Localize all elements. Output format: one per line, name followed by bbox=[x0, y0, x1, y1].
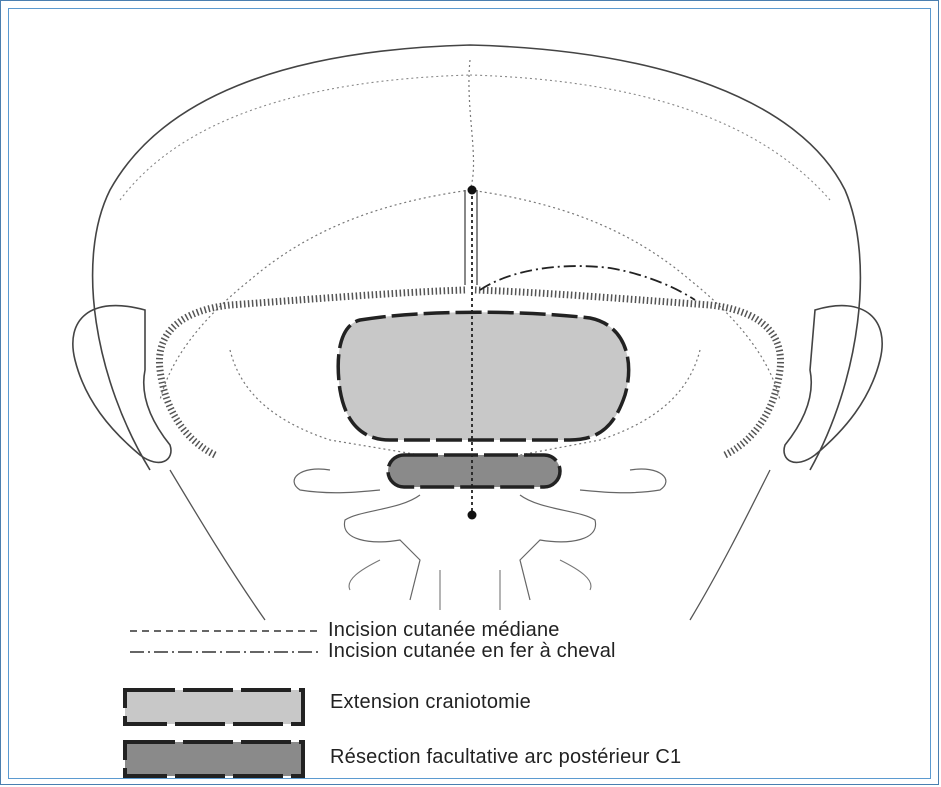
legend-craniotomy-label: Extension craniotomie bbox=[330, 691, 531, 714]
legend-horseshoe-label: Incision cutanée en fer à cheval bbox=[328, 640, 616, 663]
vertebra-c2-outline bbox=[344, 495, 595, 600]
legend-craniotomy-symbol bbox=[125, 690, 303, 724]
inner-bone-outline-right bbox=[470, 75, 830, 200]
legend-c1-label: Résection facultative arc postérieur C1 bbox=[330, 746, 681, 769]
left-ear bbox=[73, 306, 171, 463]
median-incision-bottom-point bbox=[468, 511, 477, 520]
vertebra-c3-outline bbox=[349, 560, 591, 610]
right-ear bbox=[784, 306, 882, 463]
legend-c1-symbol bbox=[125, 742, 303, 776]
neck-right bbox=[690, 470, 770, 620]
craniotomy-region bbox=[338, 312, 628, 440]
inner-bone-outline-left bbox=[120, 75, 470, 200]
sagittal-suture bbox=[469, 60, 474, 190]
median-incision-top-point bbox=[468, 186, 477, 195]
superior-sagittal-sinus bbox=[465, 190, 477, 285]
neck-left bbox=[170, 470, 265, 620]
c1-resection-region bbox=[388, 455, 560, 487]
legend-median-label: Incision cutanée médiane bbox=[328, 619, 560, 642]
